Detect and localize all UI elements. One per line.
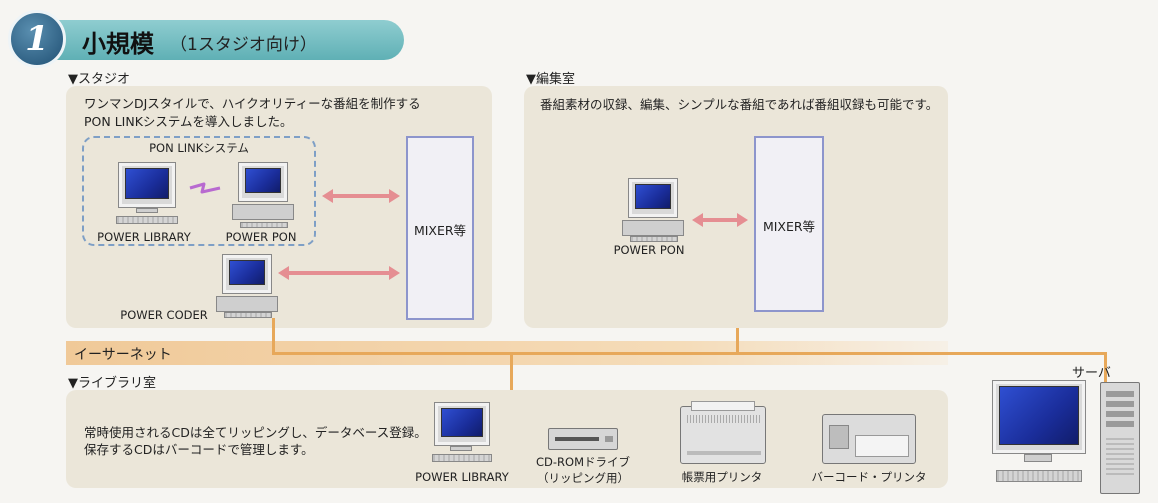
- editroom-power-pon-label: POWER PON: [613, 243, 685, 257]
- ethernet-trunk-line: [272, 352, 1106, 355]
- header-bar: [22, 20, 404, 60]
- page-title: 小規模: [82, 30, 154, 58]
- ponlink-system-box: [82, 136, 316, 246]
- studio-power-library-label: POWER LIBRARY: [97, 230, 191, 244]
- editroom-label: ▼編集室: [526, 72, 575, 87]
- studio-description-line-2: PON LINKシステムを導入しました。: [84, 114, 293, 129]
- studio-description-line-1: ワンマンDJスタイルで、ハイクオリティーな番組を制作する: [84, 96, 421, 111]
- ethernet-label: イーサーネット: [74, 347, 172, 363]
- form-printer-label: 帳票用プリンタ: [681, 470, 763, 484]
- ethernet-drop-studio: [272, 318, 275, 354]
- studio-mixer-box: MIXER等: [406, 136, 474, 320]
- library-description-line-2: 保存するCDはバーコードで管理します。: [84, 442, 314, 457]
- studio-power-pon-label: POWER PON: [225, 230, 297, 244]
- barcode-printer-label: バーコード・プリンタ: [811, 470, 927, 484]
- studio-label: ▼スタジオ: [68, 72, 130, 87]
- ponlink-system-title: PON LINKシステム: [149, 141, 249, 155]
- editroom-arrow: [692, 213, 748, 227]
- server-label: サーバ: [1072, 366, 1111, 381]
- studio-mixer-label: MIXER等: [413, 223, 467, 238]
- studio-upper-arrow: [322, 189, 400, 203]
- power-pon-computer-icon: [232, 162, 294, 228]
- cdrom-label-line-1: CD-ROMドライブ: [536, 455, 630, 469]
- ethernet-drop-library: [510, 352, 513, 390]
- editroom-panel: [524, 86, 948, 328]
- editroom-mixer-box: MIXER等: [754, 136, 824, 312]
- library-panel: [66, 390, 948, 488]
- library-description-line-1: 常時使用されるCDは全てリッピングし、データベース登録。: [84, 425, 427, 440]
- form-printer-icon: [680, 401, 766, 464]
- cdrom-label-line-2: （リッピング用）: [537, 471, 629, 485]
- power-library-computer-icon: [116, 162, 178, 228]
- page-subtitle: （1スタジオ向け）: [170, 35, 317, 55]
- ethernet-drop-server: [1104, 352, 1107, 382]
- studio-power-coder-label: POWER CODER: [120, 308, 208, 322]
- ethernet-drop-editroom: [736, 328, 739, 354]
- library-label: ▼ライブラリ室: [68, 376, 156, 391]
- server-monitor-icon: [990, 380, 1088, 488]
- editroom-description: 番組素材の収録、編集、シンプルな番組であれば番組収録も可能です。: [540, 97, 939, 112]
- cdrom-drive-icon: [548, 428, 618, 450]
- editroom-power-pon-computer-icon: [622, 178, 684, 242]
- library-power-library-label: POWER LIBRARY: [415, 470, 509, 484]
- section-number-badge: 1: [8, 10, 66, 68]
- barcode-printer-icon: [822, 414, 916, 464]
- power-coder-computer-icon: [216, 254, 278, 318]
- server-tower-icon: [1100, 382, 1140, 494]
- library-power-library-computer-icon: [432, 402, 492, 466]
- wireless-link-icon: [189, 182, 221, 194]
- studio-lower-arrow: [278, 266, 400, 280]
- editroom-mixer-label: MIXER等: [762, 219, 816, 234]
